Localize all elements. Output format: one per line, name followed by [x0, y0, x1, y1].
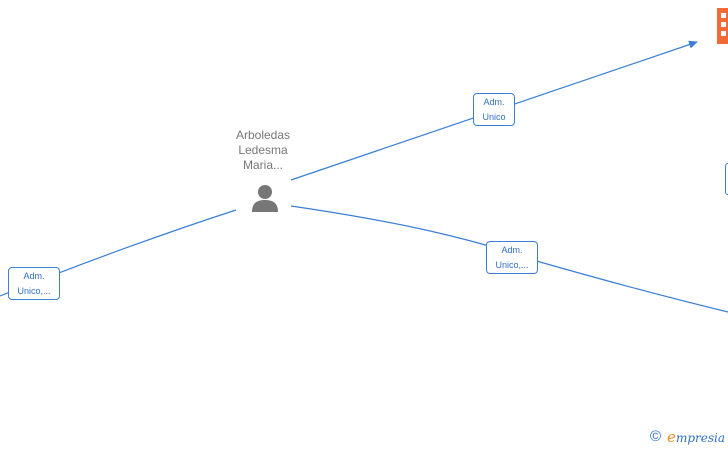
edge-label-line: Unico,... [495, 260, 529, 270]
edge-label-adm-unico[interactable]: Adm. Unico,... [486, 241, 538, 274]
edge-label-line: Adm. [483, 97, 505, 107]
edge-label-line: Adm. [23, 271, 45, 281]
brand-name: mpresia [675, 431, 725, 445]
partial-node-right[interactable] [725, 163, 728, 195]
edge-label-line: Adm. [501, 245, 523, 255]
footer-brand: © empresia [650, 428, 725, 446]
person-name-line: Arboledas [235, 128, 291, 142]
person-name-line: Ledesma [238, 143, 288, 157]
person-name-line: Maria... [242, 158, 283, 172]
edge-label-adm-unico[interactable]: Adm. Unico,... [8, 267, 60, 300]
edge-label-line: Unico,... [17, 286, 51, 296]
brand-initial: e [667, 428, 676, 446]
brand-logo[interactable]: empresia [667, 428, 725, 446]
building-icon[interactable] [717, 8, 728, 44]
person-icon[interactable] [250, 183, 280, 213]
copyright-icon: © [649, 428, 662, 445]
edge-label-line: Unico [482, 112, 506, 122]
person-name[interactable]: Arboledas Ledesma Maria... [213, 128, 313, 173]
edge-line-to-right-node [290, 205, 728, 313]
edge-label-adm-unico[interactable]: Adm. Unico [473, 93, 515, 126]
